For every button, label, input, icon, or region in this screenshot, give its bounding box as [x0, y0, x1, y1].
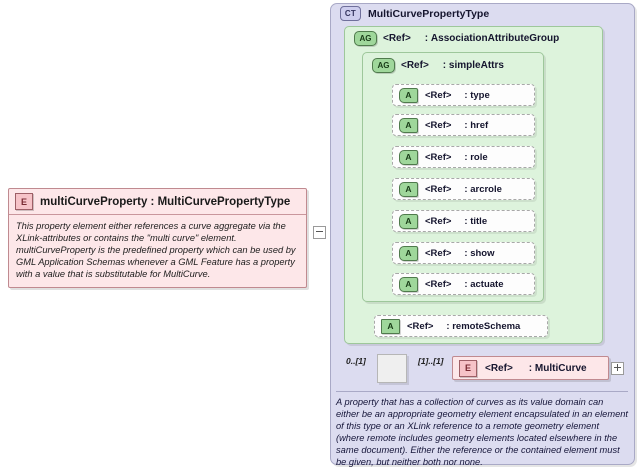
attribute-icon: A	[399, 149, 418, 165]
multicurve-expand-icon[interactable]	[611, 362, 624, 375]
element-title: multiCurveProperty : MultiCurvePropertyT…	[40, 195, 291, 208]
attribute-group-header-association: AG <Ref>: AssociationAttributeGroup	[354, 31, 559, 46]
attribute-separator: :	[464, 215, 468, 227]
attribute-group-label: <Ref>: AssociationAttributeGroup	[383, 33, 559, 44]
complex-type-header: CT MultiCurvePropertyType	[340, 6, 489, 21]
attribute-label: <Ref>: title	[425, 216, 487, 227]
minus-icon	[316, 231, 323, 232]
element-header: E multiCurveProperty : MultiCurvePropert…	[9, 189, 306, 215]
element-icon: E	[459, 359, 477, 377]
attribute-row-arcrole[interactable]: A <Ref>: arcrole	[392, 178, 535, 200]
attribute-separator: :	[464, 247, 468, 259]
attribute-separator: :	[464, 151, 468, 163]
attribute-ref: <Ref>	[407, 320, 434, 332]
complex-type-documentation: A property that has a collection of curv…	[336, 391, 628, 469]
attribute-name: arcrole	[470, 183, 502, 195]
attribute-group-ref: <Ref>	[383, 33, 411, 44]
cardinality-label-right: [1]..[1]	[418, 356, 444, 366]
attribute-separator: :	[464, 89, 468, 101]
complex-type-icon: CT	[340, 6, 361, 21]
attribute-icon: A	[399, 87, 418, 103]
element-label: <Ref>: MultiCurve	[485, 363, 587, 374]
attribute-name: show	[470, 247, 495, 259]
attribute-separator: :	[464, 119, 468, 131]
attribute-row-href[interactable]: A <Ref>: href	[392, 114, 535, 136]
element-name: MultiCurve	[534, 362, 587, 374]
attribute-separator: :	[464, 183, 468, 195]
attribute-label: <Ref>: remoteSchema	[407, 321, 520, 332]
attribute-group-separator: :	[442, 60, 447, 71]
attribute-icon: A	[399, 181, 418, 197]
attribute-row-role[interactable]: A <Ref>: role	[392, 146, 535, 168]
attribute-row-type[interactable]: A <Ref>: type	[392, 84, 535, 106]
attribute-name: href	[470, 119, 489, 131]
attribute-group-label: <Ref>: simpleAttrs	[401, 60, 504, 71]
attribute-row-title[interactable]: A <Ref>: title	[392, 210, 535, 232]
attribute-row-actuate[interactable]: A <Ref>: actuate	[392, 273, 535, 295]
attribute-group-name: AssociationAttributeGroup	[430, 33, 560, 44]
attribute-group-header-simpleattrs: AG <Ref>: simpleAttrs	[372, 58, 504, 73]
attribute-ref: <Ref>	[425, 151, 452, 163]
attribute-name: actuate	[470, 278, 504, 290]
attribute-label: <Ref>: arcrole	[425, 184, 502, 195]
attribute-icon: A	[399, 117, 418, 133]
attribute-icon: A	[399, 276, 418, 292]
attribute-ref: <Ref>	[425, 119, 452, 131]
attribute-icon: A	[399, 245, 418, 261]
attribute-name: role	[470, 151, 488, 163]
plus-icon-vertical	[617, 364, 618, 371]
attribute-label: <Ref>: href	[425, 120, 488, 131]
attribute-label: <Ref>: show	[425, 248, 495, 259]
attribute-name: type	[470, 89, 490, 101]
element-collapse-icon[interactable]	[313, 226, 326, 239]
attribute-icon: A	[381, 318, 400, 334]
cardinality-label-left: 0..[1]	[346, 356, 366, 366]
attribute-name: title	[470, 215, 488, 227]
attribute-row-remoteschema[interactable]: A <Ref>: remoteSchema	[374, 315, 548, 337]
element-box-multicurve[interactable]: E <Ref>: MultiCurve	[452, 356, 609, 380]
element-separator: :	[528, 362, 533, 374]
element-box-multicurveproperty[interactable]: E multiCurveProperty : MultiCurvePropert…	[8, 188, 307, 289]
attribute-ref: <Ref>	[425, 247, 452, 259]
attribute-group-separator: :	[424, 33, 429, 44]
element-documentation: This property element either references …	[16, 221, 296, 280]
attribute-group-icon: AG	[354, 31, 377, 46]
attribute-icon: A	[399, 213, 418, 229]
attribute-ref: <Ref>	[425, 89, 452, 101]
complex-type-title: MultiCurvePropertyType	[368, 7, 490, 20]
attribute-group-name: simpleAttrs	[448, 60, 504, 71]
element-icon: E	[15, 193, 33, 210]
attribute-group-ref: <Ref>	[401, 60, 429, 71]
element-ref: <Ref>	[485, 362, 513, 374]
attribute-separator: :	[464, 278, 468, 290]
attribute-row-show[interactable]: A <Ref>: show	[392, 242, 535, 264]
attribute-label: <Ref>: actuate	[425, 279, 503, 290]
attribute-label: <Ref>: role	[425, 152, 488, 163]
attribute-separator: :	[446, 320, 450, 332]
attribute-group-icon: AG	[372, 58, 395, 73]
attribute-ref: <Ref>	[425, 278, 452, 290]
attribute-name: remoteSchema	[452, 320, 521, 332]
attribute-ref: <Ref>	[425, 215, 452, 227]
attribute-label: <Ref>: type	[425, 90, 490, 101]
choice-particle-node[interactable]	[377, 354, 407, 383]
attribute-ref: <Ref>	[425, 183, 452, 195]
